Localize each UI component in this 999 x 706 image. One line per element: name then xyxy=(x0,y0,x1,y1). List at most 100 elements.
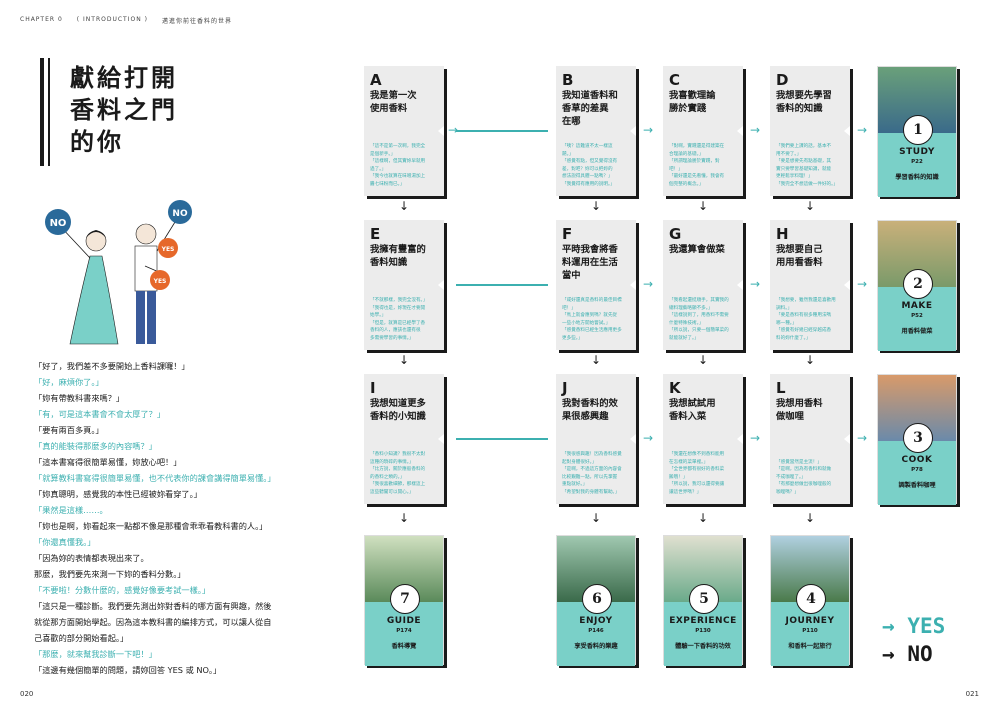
card-letter: B xyxy=(562,71,574,89)
answer-line: 醬七味粉而已。」 xyxy=(370,181,405,187)
title-bar xyxy=(40,58,44,166)
target-chinese: 用香料做菜 xyxy=(901,328,933,335)
target-chinese: 學習香料的知識 xyxy=(895,174,939,181)
target-english: JOURNEY xyxy=(785,616,835,626)
dialogue-line: 「妳真聰明，感覺我的本性已經被妳看穿了。」 xyxy=(34,489,202,499)
target-page: P110 xyxy=(802,628,818,634)
answer-line: 「這不是第一次啊，我完全 xyxy=(370,144,426,149)
answer-line: 過了。」 xyxy=(370,166,387,172)
card-answers: 「對啊，實踐還是得建築在合理論的基礎。」「所謂理論勝於實踐，對吧！」「最好還是先… xyxy=(669,143,737,188)
card-letter: K xyxy=(669,379,681,397)
answer-line: 「我覺得有應用的說明。」 xyxy=(562,181,615,187)
yes-arrow: → xyxy=(857,431,868,445)
answer-line: 「有那麼想做出很咖哩般的 xyxy=(776,482,832,487)
legend-no-label: NO xyxy=(907,642,933,666)
answer-line: 咖哩嗎？」 xyxy=(776,489,799,495)
card-notch xyxy=(630,126,636,136)
no-arrow: ↓ xyxy=(399,353,410,367)
answer-line: 用不要了。」 xyxy=(776,151,802,157)
no-arrow: ↓ xyxy=(698,353,709,367)
legend: → YES → NO xyxy=(882,612,945,668)
answer-line: 「感覺有好幾已經穿越成香 xyxy=(776,328,832,333)
target-chinese: 香料導覽 xyxy=(391,643,417,650)
yes-arrow: → xyxy=(857,277,868,291)
card-question: 我還算會做菜 xyxy=(669,244,725,255)
yes-connector xyxy=(456,284,548,286)
card-notch xyxy=(438,126,444,136)
section-label: ( INTRODUCTION ) xyxy=(76,16,148,23)
answer-line: 「但是，就算是已經學了香 xyxy=(370,320,426,326)
answer-line: 實只要學習基礎知識，就能 xyxy=(776,166,832,172)
card-letter: D xyxy=(776,71,789,89)
answer-line: 「不就那樣，我完全沒有。」 xyxy=(370,298,428,303)
card-letter: I xyxy=(370,379,376,397)
card-question: 我想用香料 做咖哩 xyxy=(776,398,823,422)
answer-line: 「是啊，因為有香料和就做 xyxy=(776,467,832,472)
answer-line: 「馬上就會應到嗎？就先從 xyxy=(562,313,618,318)
answer-line: 「要是香料有很多種用法嗎 xyxy=(776,313,832,318)
sign-yes-upper: YES xyxy=(161,246,175,253)
card-question: 我是第一次 使用香料 xyxy=(370,90,417,114)
answer-line: 差，對吧？妳可以把妳的 xyxy=(562,166,613,172)
page-number-left: 020 xyxy=(20,690,34,698)
card-answers: 「我很感興趣！因為香料感覺起對身體很好。」「是啊，不過這方面的內容會比較艱難一點… xyxy=(562,451,630,496)
answer-line: 比較艱難一點，所以先掌握 xyxy=(562,474,618,480)
answer-line: 「所以說，只要一個簡單菜的 xyxy=(669,328,729,333)
card-letter: C xyxy=(669,71,681,89)
dialogue-line: 「不要啦！分數什麼的，感覺好像要考試一樣。」 xyxy=(34,585,211,595)
dialogue-text: 「好了，我們差不多要開始上香料課囉！」「好，麻煩你了。」「妳有帶教科書來嗎？」「… xyxy=(34,358,334,678)
yes-arrow: → xyxy=(750,123,761,137)
yes-connector xyxy=(456,438,548,440)
target-page: P52 xyxy=(911,313,923,319)
card-answers: 「香料小知識？我很不太對這種的瑣碎的事情。」「比方說，關於應般香料的的香料之類的… xyxy=(370,451,438,496)
card-letter: G xyxy=(669,225,682,243)
card-answers: 「我還在想像不到香料能用在怎樣的菜單裡。」「全世界都有很好的香料菜餚哦！」「所以… xyxy=(669,451,737,496)
answer-line: 個完整的概念。」 xyxy=(669,181,704,187)
card-notch xyxy=(737,280,743,290)
card-letter: J xyxy=(562,379,568,397)
answer-line: 調料。」 xyxy=(776,305,793,311)
card-answers: 「我看起還挺順手，其實我的總料理藝略顯不多。」「這樣說到了，用香料不需要什麼特殊… xyxy=(669,297,737,342)
answer-line: 「要是想要先有點基礎，其 xyxy=(776,159,832,164)
target-number: 6 xyxy=(582,584,612,614)
answer-line: 「這樣說到了，用香料不需要 xyxy=(669,313,729,318)
answer-line: 「我還在想像不到香料能用 xyxy=(669,452,725,457)
card-answers: 「感覺當然是主流！」「是啊，因為有香料和就做不成咖哩了。」「有那麼想做出很咖哩般… xyxy=(776,459,844,497)
card-notch xyxy=(438,280,444,290)
sign-no-left: NO xyxy=(50,218,67,229)
card-letter: L xyxy=(776,379,786,397)
dialogue-line: 「這邊有幾個簡單的問題，請妳回答 YES 或 NO。」 xyxy=(34,665,222,675)
card-question: 我想要自己 用用看香料 xyxy=(776,244,823,268)
answer-line: 「咦？這難道不太一樣這 xyxy=(562,144,613,149)
answer-line: 「我很感興趣！因為香料感覺 xyxy=(562,452,622,457)
answer-line: 重點就好。」 xyxy=(562,482,588,487)
yes-arrow: → xyxy=(857,123,868,137)
answer-line: 的香料之類的。」 xyxy=(370,474,405,480)
yes-arrow: → xyxy=(750,277,761,291)
target-chinese: 體驗一下香料的功效 xyxy=(675,643,731,650)
card-question: 我擁有豐富的 香料知識 xyxy=(370,244,426,268)
header-subtitle: 邁進你前往香料的世界 xyxy=(161,18,232,25)
no-arrow: ↓ xyxy=(591,199,602,213)
legend-no-arrow: → xyxy=(882,642,895,666)
card-notch xyxy=(844,434,850,444)
target-english: COOK xyxy=(901,455,933,465)
target-page: P22 xyxy=(911,159,923,165)
card-question: 平時我會將香 料運用在生活 當中 xyxy=(562,244,618,281)
answer-line: 始學。」 xyxy=(370,313,387,318)
dialogue-line: 「那麼，就來幫我診斷一下吧！」 xyxy=(34,649,157,659)
yes-arrow: → xyxy=(750,431,761,445)
